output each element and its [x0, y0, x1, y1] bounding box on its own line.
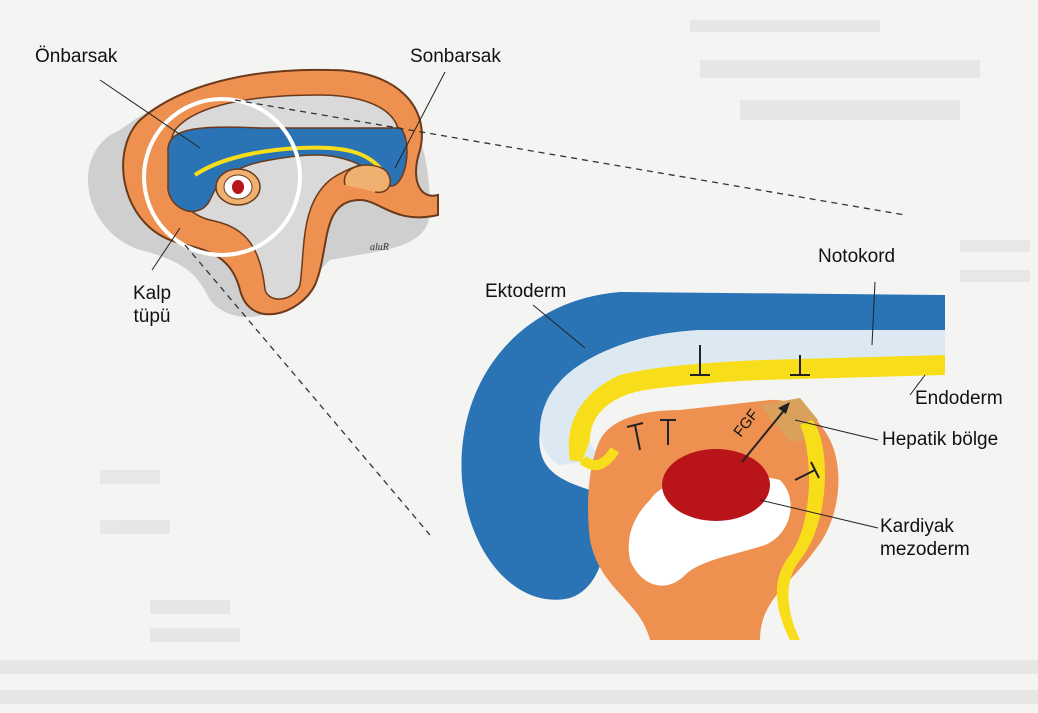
label-kardiyak-line2: mezoderm — [880, 538, 970, 561]
label-kalp-tupu: Kalp tüpü — [122, 282, 182, 328]
label-endoderm: Endoderm — [915, 387, 1003, 410]
label-ektoderm: Ektoderm — [485, 280, 566, 303]
label-onbarsak: Önbarsak — [35, 45, 117, 68]
label-kardiyak-mezoderm: Kardiyak mezoderm — [880, 515, 970, 561]
label-kardiyak-line1: Kardiyak — [880, 515, 970, 538]
label-kalp-line1: Kalp — [122, 282, 182, 305]
label-kalp-line2: tüpü — [122, 305, 182, 328]
label-notokord: Notokord — [818, 245, 895, 268]
label-sonbarsak: Sonbarsak — [410, 45, 501, 68]
svg-text:aluR: aluR — [370, 242, 389, 253]
label-hepatik-bolge: Hepatik bölge — [882, 428, 998, 451]
